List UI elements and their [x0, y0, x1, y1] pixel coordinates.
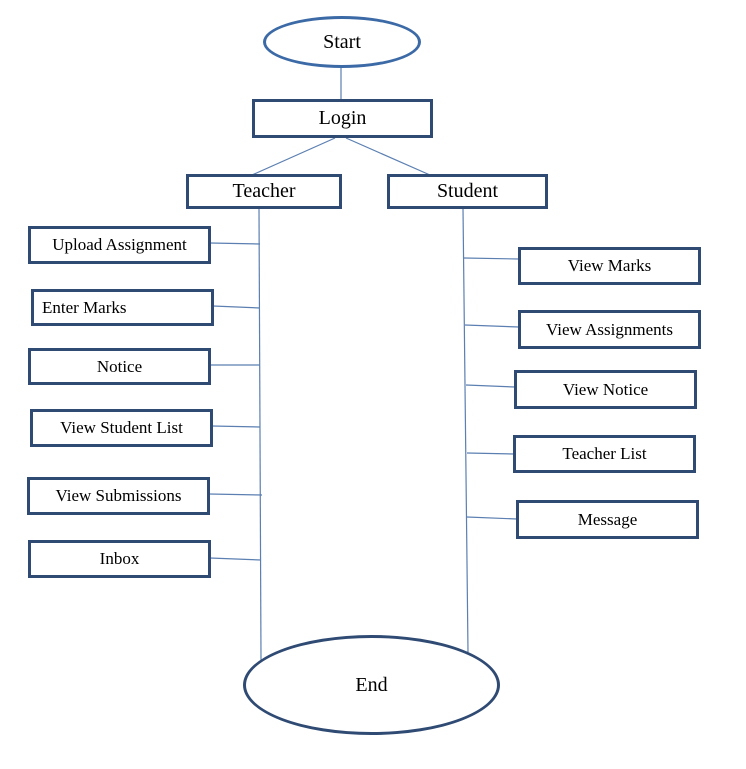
connector-upload-assignment: [209, 242, 261, 245]
connector-view-student-list: [211, 425, 261, 428]
student-item-box: [513, 435, 696, 473]
connector-view-notice: [465, 384, 516, 388]
student-item-message: Message: [577, 509, 638, 529]
connector-view-submissions: [208, 493, 263, 496]
connector-inbox: [209, 557, 262, 561]
student-item-box: [516, 500, 699, 539]
end-label: End: [355, 673, 388, 696]
teacher-item-box: [28, 540, 211, 578]
teacher-item-box: [28, 226, 211, 264]
student-item-view-marks: View Marks: [567, 256, 652, 275]
student-item-view-assignments: View Assignments: [546, 319, 673, 339]
teacher-item-inbox: Inbox: [99, 549, 140, 568]
student-item-box: [518, 247, 701, 285]
student-item-view-notice: View Notice: [562, 379, 649, 399]
teacher-trunk: [258, 207, 262, 661]
login-label: Login: [318, 107, 367, 129]
teacher-item-upload-assignment: Upload Assignment: [52, 235, 187, 254]
connector-teacher-list: [466, 452, 515, 455]
student-trunk: [462, 207, 469, 653]
connector-login-student: [345, 137, 431, 176]
student-label: Student: [436, 180, 499, 202]
teacher-item-view-student-list: View Student List: [60, 418, 183, 437]
start-label: Start: [323, 30, 361, 53]
teacher-node: [186, 174, 342, 209]
start-node: [263, 16, 421, 68]
connector-login-teacher: [251, 137, 336, 176]
end-node: [243, 635, 500, 735]
teacher-item-box: [31, 289, 214, 326]
teacher-item-box: [27, 477, 210, 515]
teacher-item-notice: Notice: [96, 356, 143, 376]
connector-message: [466, 516, 518, 520]
teacher-item-view-submissions: View Submissions: [55, 486, 182, 505]
student-node: [387, 174, 548, 209]
login-node: [252, 99, 433, 138]
connector-view-assignments: [464, 324, 520, 328]
teacher-label: Teacher: [232, 180, 296, 202]
connector-view-marks: [463, 257, 520, 260]
student-item-box: [518, 310, 701, 349]
teacher-item-box: [28, 348, 211, 385]
student-item-teacher-list: Teacher List: [562, 444, 647, 463]
connector-enter-marks: [212, 305, 261, 309]
student-item-box: [514, 370, 697, 409]
teacher-item-box: [30, 409, 213, 447]
teacher-item-enter-marks: Enter Marks: [42, 297, 127, 317]
